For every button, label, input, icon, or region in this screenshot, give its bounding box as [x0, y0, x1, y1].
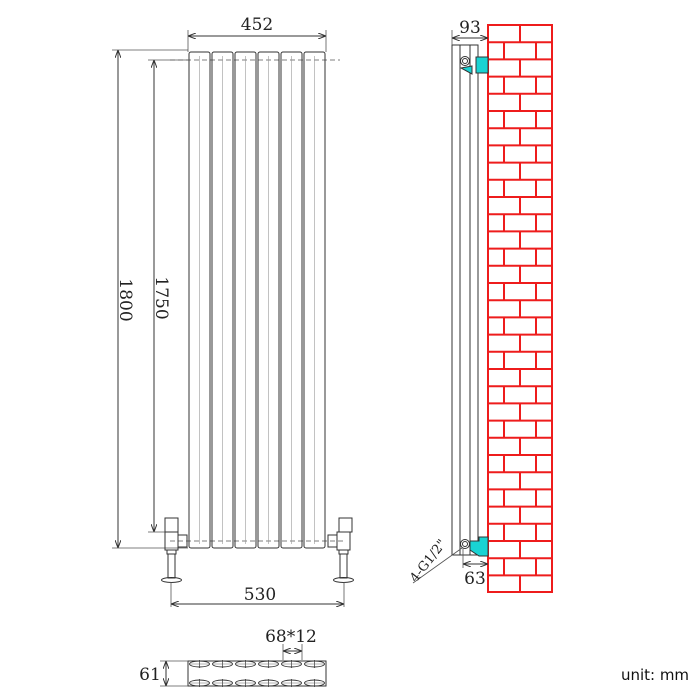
radiator-column	[280, 51, 303, 549]
height-label: 1800	[115, 278, 135, 321]
depth-label: 93	[459, 18, 481, 38]
bottom-depth-label: 61	[139, 665, 161, 685]
brick-wall	[487, 24, 553, 593]
radiator-column	[234, 51, 257, 549]
wall-gap-label: 63	[464, 569, 486, 589]
inner-height-label: 1750	[151, 276, 171, 319]
front-panel-profile	[451, 44, 461, 556]
column-size-label: 68*12	[265, 627, 317, 647]
top-connection	[460, 56, 470, 66]
bottom-view: 61 68*12	[139, 627, 327, 687]
bottom-wall-bracket	[469, 536, 489, 557]
radiator-column	[257, 51, 280, 549]
side-view: 93 63 4-G1/2"	[407, 18, 553, 593]
front-view: 452 1800 1750 530	[112, 15, 354, 607]
top-wall-bracket	[475, 56, 489, 74]
rear-panel-profile	[469, 44, 479, 556]
radiator-column	[211, 51, 234, 549]
pipe-centres-label: 530	[244, 585, 276, 605]
unit-label: unit: mm	[621, 666, 689, 684]
radiator-column	[303, 51, 326, 549]
left-valve	[161, 517, 188, 583]
radiator-column	[188, 51, 211, 549]
bottom-connection	[460, 539, 470, 549]
right-valve	[327, 517, 354, 583]
width-label: 452	[241, 15, 273, 35]
